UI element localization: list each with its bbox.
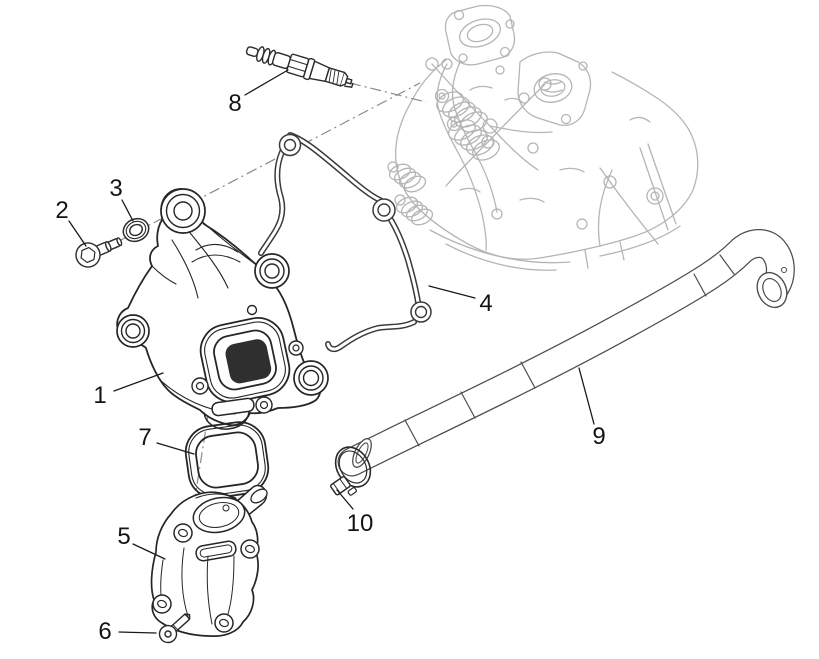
washer — [122, 217, 150, 243]
breather-seal-ring — [184, 421, 270, 499]
callout-6: 6 — [98, 618, 112, 645]
spark-plug-axis-line — [349, 82, 427, 103]
callout-2: 2 — [55, 197, 69, 224]
callout-8: 8 — [228, 90, 242, 117]
hose-clamp — [330, 446, 372, 496]
leader-8 — [244, 69, 289, 96]
callout-5: 5 — [117, 523, 131, 550]
leader-4 — [428, 285, 476, 299]
cover-gasket — [258, 132, 432, 353]
cylinder-head-drawing — [387, 4, 699, 271]
callout-leader-lines — [68, 69, 595, 634]
leader-1 — [113, 372, 164, 392]
callout-10: 10 — [346, 510, 374, 537]
cover-bolt — [75, 237, 123, 268]
spark-plug — [245, 46, 354, 88]
leader-7 — [156, 442, 195, 455]
valve-cover — [116, 188, 329, 430]
leader-9 — [578, 367, 595, 425]
callout-7: 7 — [138, 424, 152, 451]
leader-10 — [336, 489, 354, 510]
callout-9: 9 — [592, 423, 606, 450]
callout-3: 3 — [109, 175, 123, 202]
leader-3 — [121, 199, 134, 222]
leader-6 — [118, 631, 157, 634]
breather-cover — [150, 484, 268, 637]
callout-1: 1 — [93, 382, 107, 409]
callout-4: 4 — [479, 290, 493, 317]
bolt-axis-line — [97, 82, 421, 253]
leader-5 — [132, 543, 166, 560]
breather-hose — [337, 229, 795, 477]
leader-2 — [68, 220, 87, 247]
breather-screw — [158, 613, 191, 644]
